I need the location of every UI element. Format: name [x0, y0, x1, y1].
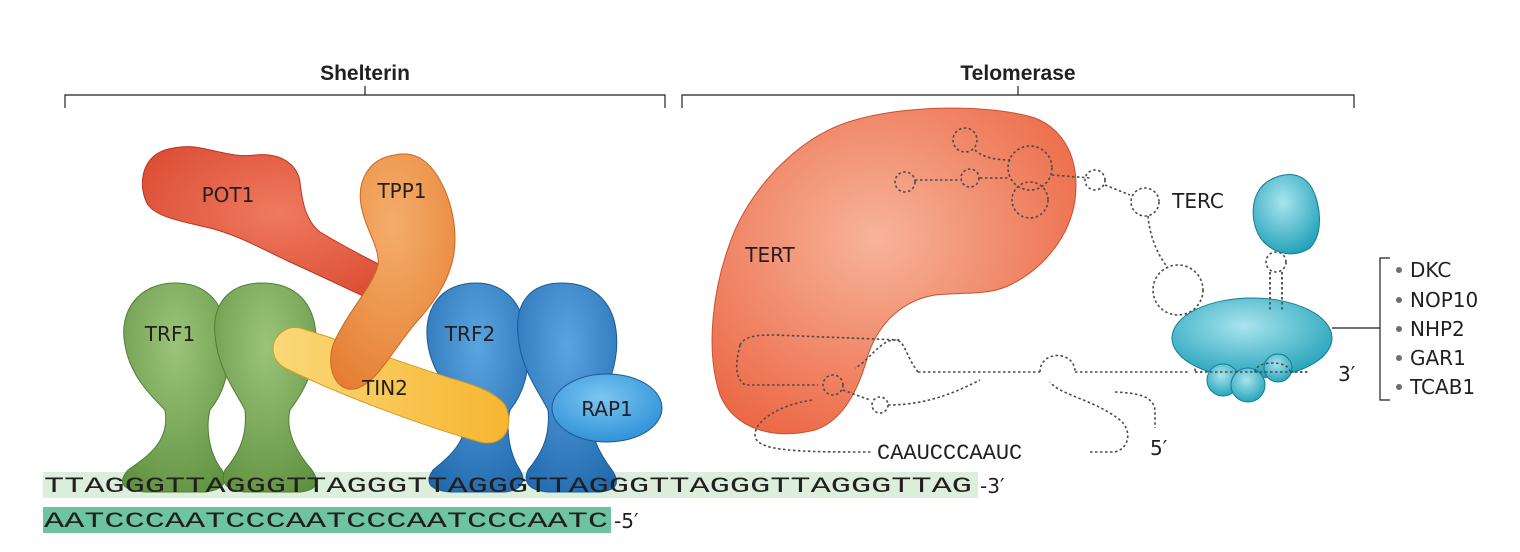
dyskerin-component-list: DKC NOP10 NHP2 GAR1 TCAB1: [1396, 258, 1478, 399]
list-item-nop10: NOP10: [1410, 288, 1478, 312]
tert-protein: [711, 107, 1077, 435]
tert-label: TERT: [744, 243, 795, 267]
list-item-tcab1: TCAB1: [1409, 375, 1475, 399]
trf1-protein: [121, 282, 317, 493]
trf1-label: TRF1: [144, 322, 195, 346]
top-strand-end-label: -3′: [980, 474, 1005, 498]
tin2-label: TIN2: [361, 376, 408, 400]
pot1-label: POT1: [202, 183, 255, 207]
list-bullet: [1396, 326, 1402, 332]
rap1-protein: [551, 373, 663, 443]
telomerase-title: Telomerase: [960, 62, 1075, 85]
terc-rna: [735, 127, 1310, 453]
trf2-label: TRF2: [444, 322, 495, 346]
dyskerin-complex: [1171, 174, 1333, 403]
rap1-label: RAP1: [581, 397, 633, 421]
list-item-gar1: GAR1: [1410, 346, 1466, 370]
bottom-strand-highlight: [43, 507, 611, 533]
bottom-strand-end-label: -5′: [614, 509, 639, 533]
terc-five-prime-label: 5′: [1150, 436, 1168, 460]
list-item-nhp2: NHP2: [1410, 317, 1465, 341]
bottom-strand-sequence: AATCCCAATCCCAATCCCAATCCCAATC: [44, 509, 608, 534]
top-strand-sequence: TTAGGGTTAGGGTTAGGGTTAGGGTTAGGGTTAGGGTTAG…: [44, 474, 972, 499]
list-bullet: [1396, 355, 1402, 361]
telomerase-bracket: [681, 86, 1355, 108]
tpp1-label: TPP1: [376, 179, 426, 203]
list-bullet: [1396, 267, 1402, 273]
shelterin-title: Shelterin: [320, 62, 410, 85]
terc-three-prime-label: 3′: [1338, 362, 1356, 386]
tpp1-protein: [330, 153, 456, 390]
shelterin-bracket: [64, 86, 666, 108]
terc-label: TERC: [1171, 189, 1224, 213]
list-bullet: [1396, 297, 1402, 303]
dyskerin-list-bracket: [1379, 257, 1390, 401]
template-sequence: CAAUCCCAAUC: [877, 441, 1022, 466]
list-bullet: [1396, 384, 1402, 390]
list-item-dkc: DKC: [1410, 258, 1451, 282]
